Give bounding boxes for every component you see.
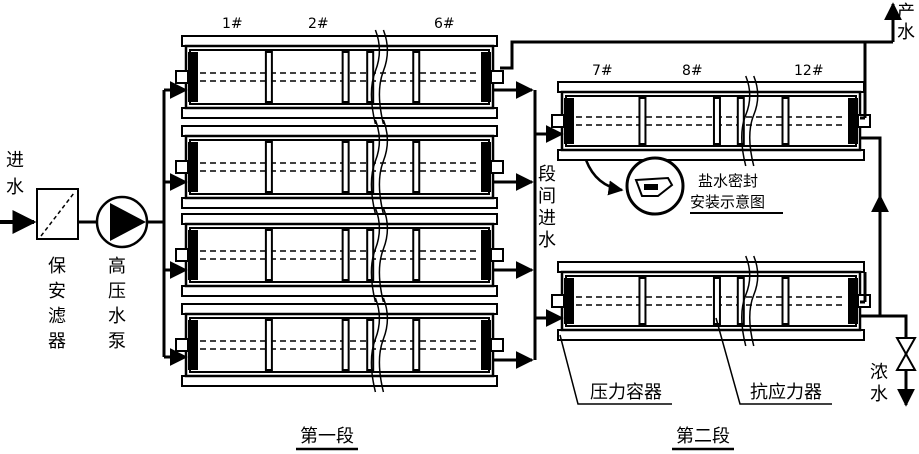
pump-label-3: 水 — [108, 306, 126, 327]
product-pipe — [500, 40, 893, 70]
pressure-vessel-label: 压力容器 — [590, 382, 662, 403]
stage1-element-label: 1# — [222, 16, 243, 32]
anti-telescoping-label: 抗应力器 — [750, 382, 822, 403]
inlet-label-1: 进 — [6, 150, 24, 171]
stage1-element-label: 2# — [308, 16, 329, 32]
pressure-vessel-stage2-2 — [551, 255, 871, 347]
seal-title-1: 盐水密封 — [698, 172, 758, 190]
stage2-label: 第二段 — [676, 426, 730, 447]
stage1-label: 第一段 — [300, 426, 354, 447]
piping — [0, 2, 908, 405]
pressure-vessel-callout — [559, 334, 672, 405]
pressure-vessel-stage2-1 — [551, 75, 871, 167]
interstage-label-2: 间 — [538, 186, 556, 207]
pressure-vessel-stage1-2 — [175, 119, 504, 215]
pump-label-1: 高 — [108, 256, 126, 277]
filter-label-1: 保 — [48, 256, 66, 277]
pressure-vessels — [175, 29, 871, 393]
labels: 进 水 保 安 滤 器 高 压 水 泵 段 间 进 水 产 水 浓 水 盐水密封… — [6, 2, 915, 451]
seal-title-2: 安装示意图 — [690, 193, 765, 211]
product-label-2: 水 — [897, 22, 915, 43]
filter-label-4: 器 — [48, 331, 66, 352]
filter-label-3: 滤 — [48, 306, 66, 327]
inlet-label-2: 水 — [6, 177, 24, 198]
pump-label-4: 泵 — [108, 331, 126, 352]
anti-telescoping-callout — [715, 317, 832, 405]
pump-label-2: 压 — [108, 281, 126, 302]
concentrate-valve[interactable] — [895, 337, 917, 371]
concentrate-label-1: 浓 — [870, 362, 888, 383]
interstage-label-3: 进 — [538, 208, 556, 229]
filter-label-2: 安 — [48, 281, 66, 302]
stage2-element-label: 12# — [794, 63, 824, 79]
element-labels: 1# 2# 6# 7# 8# 12# — [222, 16, 824, 79]
stage2-element-label: 8# — [682, 63, 703, 79]
stage2-element-label: 7# — [592, 63, 613, 79]
brine-seal-detail — [584, 156, 685, 216]
high-pressure-pump-icon — [95, 195, 149, 249]
interstage-label-4: 水 — [538, 230, 556, 251]
interstage-label-1: 段 — [538, 164, 556, 185]
product-label-1: 产 — [897, 2, 915, 23]
pressure-vessel-stage1-3 — [175, 207, 504, 303]
concentrate-label-2: 水 — [870, 384, 888, 405]
pressure-vessel-stage1-1 — [175, 29, 504, 125]
stage1-element-label: 6# — [434, 16, 455, 32]
pressure-vessel-stage1-4 — [175, 297, 504, 393]
cartridge-filter — [36, 188, 79, 240]
